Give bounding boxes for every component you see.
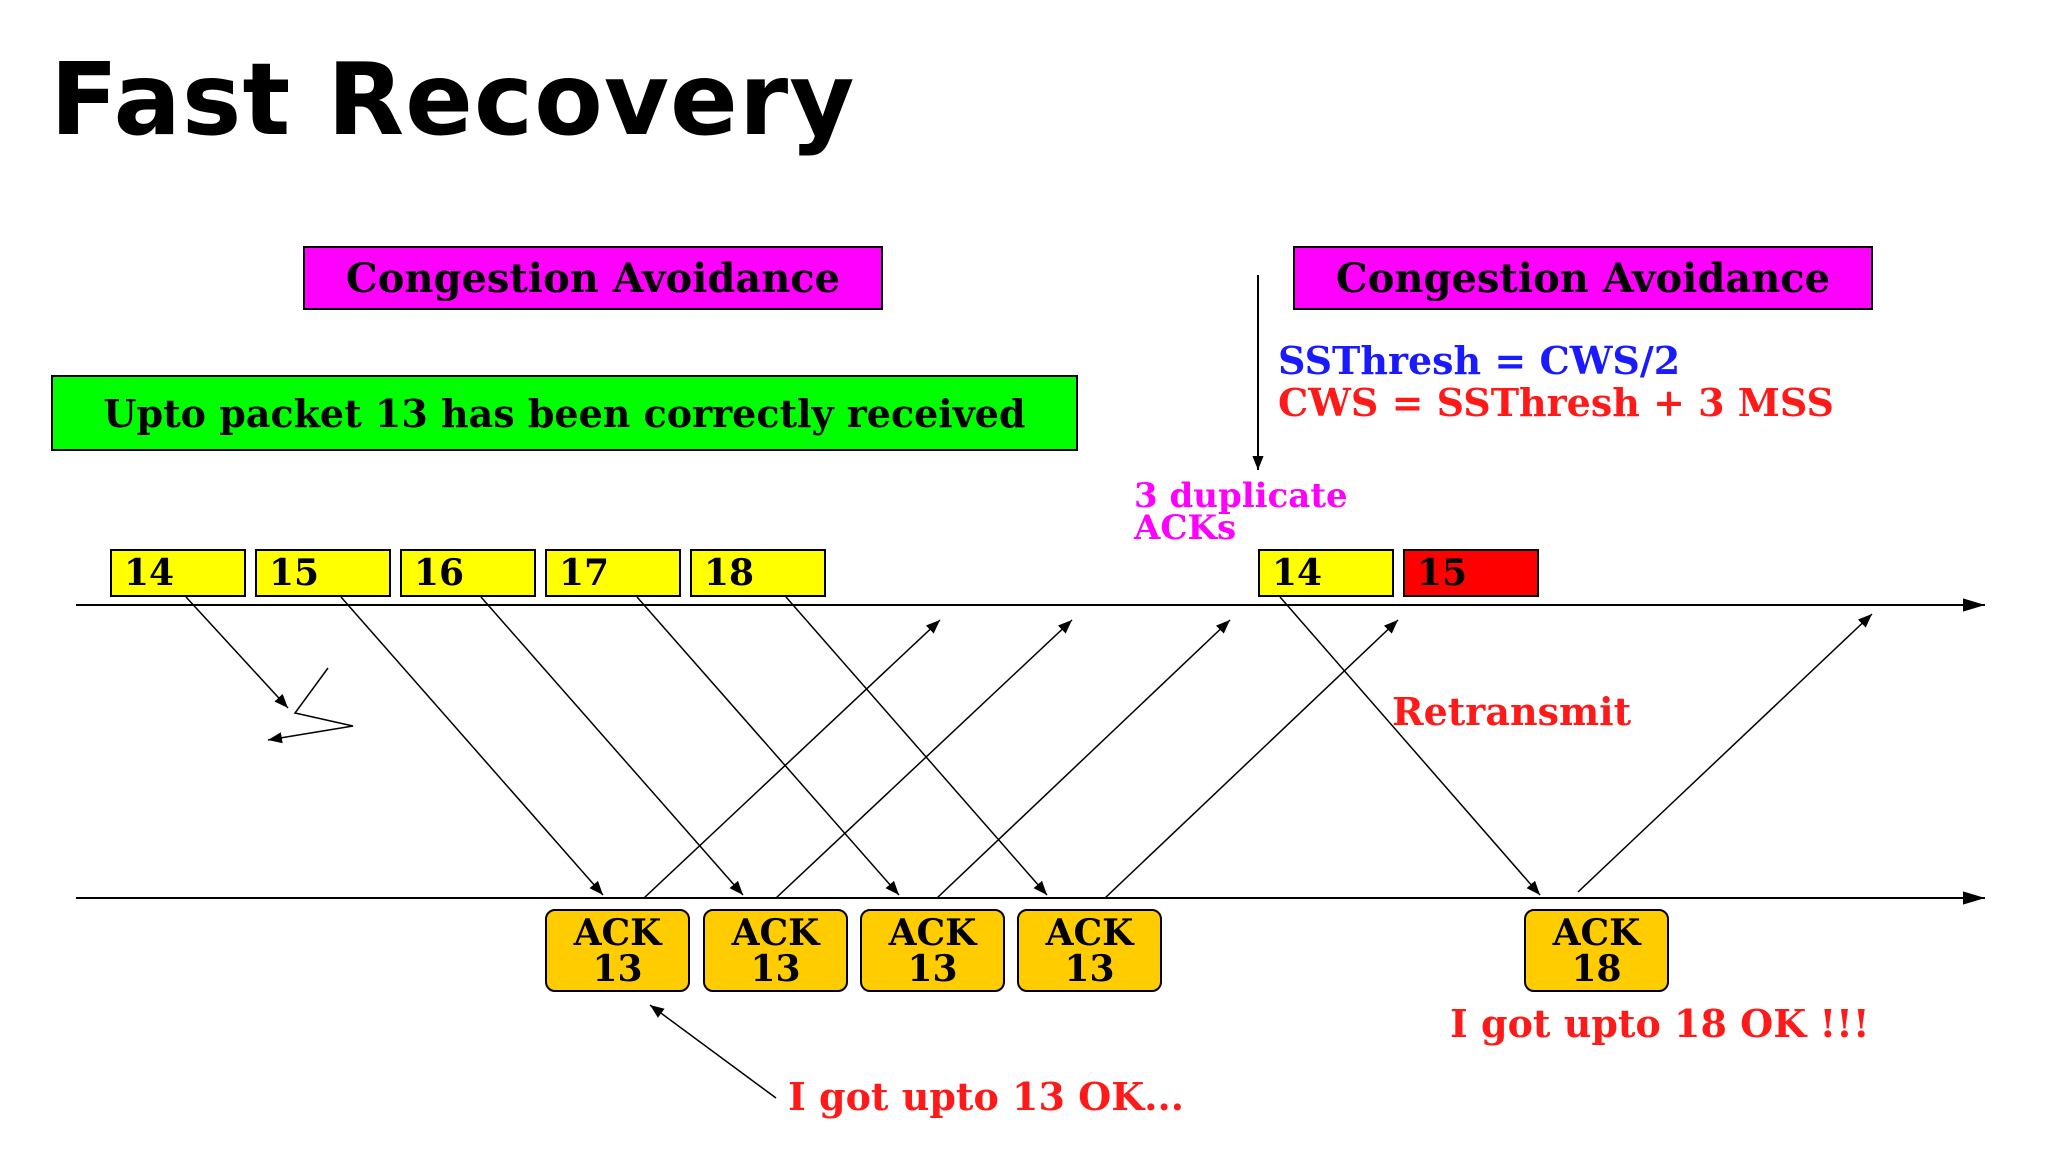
received-status-box: Upto packet 13 has been correctly receiv… — [51, 375, 1078, 451]
ack-18-box: ACK 18 — [1524, 909, 1669, 992]
ack-number: 13 — [592, 947, 643, 990]
got-13-note: I got upto 13 OK... — [788, 1074, 1184, 1119]
packet-18: 18 — [690, 549, 826, 597]
ssthresh-formula: SSThresh = CWS/2 — [1278, 338, 1681, 383]
ack-13-box-2: ACK 13 — [703, 909, 848, 992]
ack-label: ACK — [1045, 911, 1134, 954]
note-13-pointer-arrow — [649, 1004, 777, 1099]
packet-17-arrow — [636, 596, 900, 896]
ack-13-arrow-3 — [936, 619, 1231, 899]
duplicate-acks-line2: ACKs — [1134, 508, 1237, 548]
ack-13-arrow-2 — [775, 619, 1073, 899]
packet-16: 16 — [400, 549, 536, 597]
ack-label: ACK — [1552, 911, 1641, 954]
got-18-note: I got upto 18 OK !!! — [1450, 1001, 1870, 1046]
ack-label: ACK — [888, 911, 977, 954]
packet-17: 17 — [545, 549, 681, 597]
ack-13-arrow-1 — [643, 619, 941, 899]
ack-number: 13 — [907, 947, 958, 990]
ack-number: 18 — [1571, 947, 1622, 990]
retransmit-arrow — [1279, 596, 1541, 896]
packet-16-arrow — [480, 596, 744, 896]
retransmit-label: Retransmit — [1392, 689, 1632, 734]
slide-title: Fast Recovery — [50, 41, 856, 158]
congestion-avoidance-label-right: Congestion Avoidance — [1293, 246, 1873, 310]
congestion-avoidance-label-left: Congestion Avoidance — [303, 246, 883, 310]
packet-15-arrow — [340, 596, 604, 896]
ack-label: ACK — [731, 911, 820, 954]
packet-18-arrow — [785, 596, 1048, 896]
retransmitted-packet-15: 15 — [1403, 549, 1539, 597]
packet-14: 14 — [110, 549, 246, 597]
ack-13-arrow-4 — [1104, 619, 1399, 899]
ack-13-box-1: ACK 13 — [545, 909, 690, 992]
ack-13-box-4: ACK 13 — [1017, 909, 1162, 992]
duplicate-acks-line1: 3 duplicate — [1134, 476, 1348, 516]
duplicate-acks-label: 3 duplicate ACKs — [1134, 476, 1414, 548]
packet-14-lost-arrow — [185, 596, 289, 709]
ack-number: 13 — [750, 947, 801, 990]
ack-13-box-3: ACK 13 — [860, 909, 1005, 992]
cws-formula: CWS = SSThresh + 3 MSS — [1278, 380, 1834, 425]
ack-number: 13 — [1064, 947, 1115, 990]
ack-18-arrow — [1577, 613, 1873, 893]
packet-14-loss-zigzag — [267, 667, 354, 744]
retransmitted-packet-14: 14 — [1258, 549, 1394, 597]
ack-label: ACK — [573, 911, 662, 954]
packet-15: 15 — [255, 549, 391, 597]
